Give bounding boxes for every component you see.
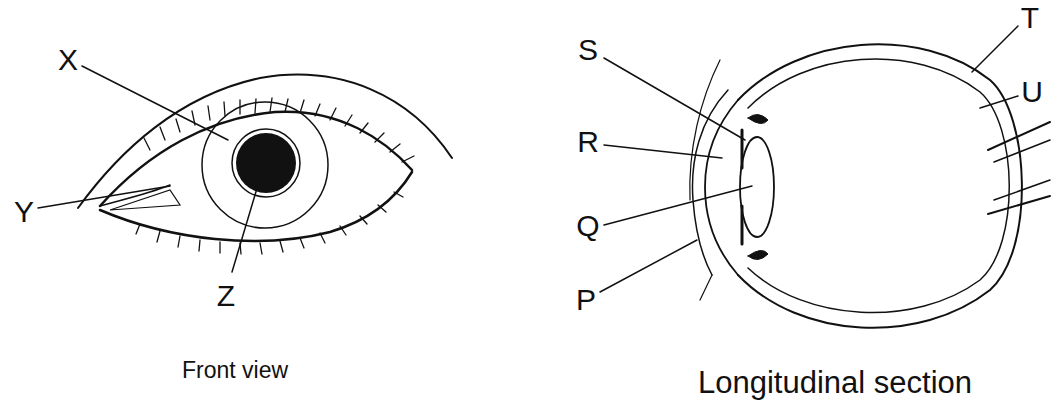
part-letter: U [1021, 77, 1043, 107]
part-letter: T [1021, 3, 1039, 33]
part-letter: S [578, 35, 598, 65]
part-letter: R [577, 127, 599, 157]
view-caption: Front view [182, 359, 288, 382]
part-letter: Q [576, 211, 599, 241]
part-letter: P [576, 285, 596, 315]
view-caption: Longitudinal section [698, 367, 972, 398]
part-letter: Z [217, 281, 235, 311]
part-letter: X [58, 45, 78, 75]
part-letter: Y [14, 197, 34, 227]
